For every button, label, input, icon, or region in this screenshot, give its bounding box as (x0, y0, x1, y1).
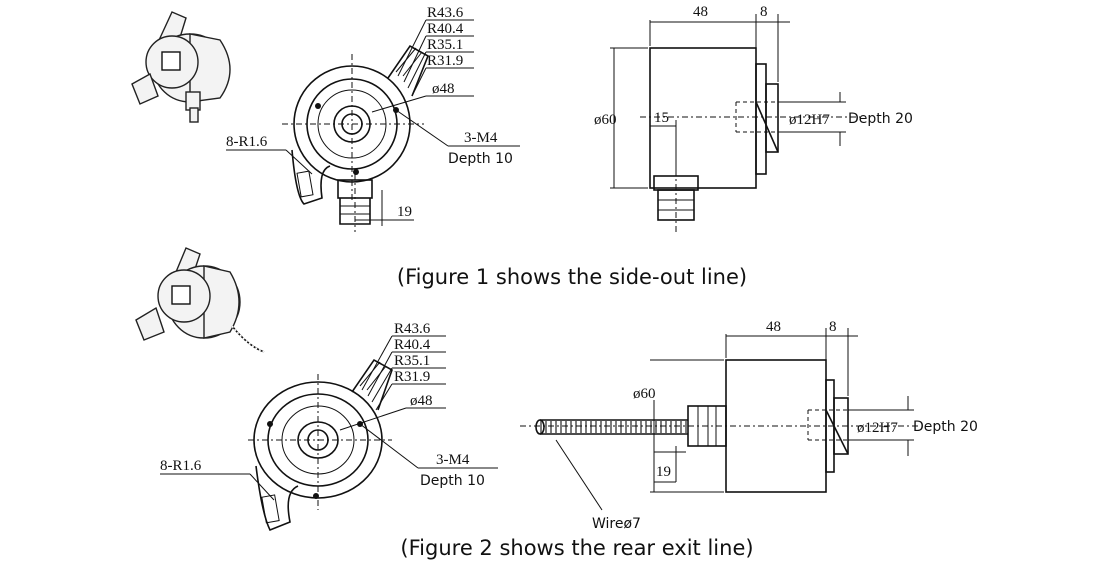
side-view-2: 48 8 ø60 19 ø12H7 Depth 20 Wireø7 (520, 319, 978, 532)
bore-dim-1: ø12H7 (789, 112, 830, 128)
bore-depth-2: Depth 20 (913, 419, 978, 435)
front-view-2: R43.6 R40.4 R35.1 R31.9 ø48 3-M4 Depth 1… (160, 321, 498, 532)
side-view-1: 48 8 ø60 15 ø12H7 Depth 20 (594, 4, 913, 232)
figure1-caption: (Figure 1 shows the side-out line) (397, 265, 747, 289)
radius-label-2a: R43.6 (394, 321, 431, 337)
diameter-dim-1: ø60 (594, 112, 617, 128)
diameter-dim-2: ø60 (633, 386, 656, 402)
encoder-rear-exit-icon (135, 247, 265, 353)
radius-label-1a: R43.6 (427, 5, 464, 21)
offset-dim-1: 15 (654, 110, 669, 126)
holes-depth-label-1: Depth 10 (448, 151, 513, 167)
wire-label-2: Wireø7 (592, 516, 641, 532)
figure2: R43.6 R40.4 R35.1 R31.9 ø48 3-M4 Depth 1… (135, 247, 978, 560)
encoder-side-exit-icon (131, 11, 231, 123)
bolt-circle-label-1: ø48 (432, 81, 455, 97)
radius-label-1c: R35.1 (427, 37, 463, 53)
bore-dim-2: ø12H7 (857, 420, 898, 436)
holes-depth-label-2: Depth 10 (420, 473, 485, 489)
length-dim-2: 48 (766, 319, 781, 335)
radius-label-2d: R31.9 (394, 369, 430, 385)
offset-dim-2: 19 (656, 464, 671, 480)
bolt-circle-label-2: ø48 (410, 393, 433, 409)
flange-dim-2: 8 (829, 319, 837, 335)
holes-label-1: 3-M4 (464, 130, 498, 146)
bore-depth-1: Depth 20 (848, 111, 913, 127)
radius-label-2c: R35.1 (394, 353, 430, 369)
figure1: 19 R43.6 R40.4 R35.1 R31.9 ø48 3-M4 Dept… (131, 4, 913, 289)
slots-label-2: 8-R1.6 (160, 458, 202, 474)
radius-label-1d: R31.9 (427, 53, 463, 69)
holes-label-2: 3-M4 (436, 452, 470, 468)
flange-dim-1: 8 (760, 4, 768, 20)
length-dim-1: 48 (693, 4, 708, 20)
figure2-caption: (Figure 2 shows the rear exit line) (400, 536, 753, 560)
radius-label-2b: R40.4 (394, 337, 431, 353)
slots-label-1: 8-R1.6 (226, 134, 268, 150)
radius-label-1b: R40.4 (427, 21, 464, 37)
connector-dim-1: 19 (397, 204, 412, 220)
front-view-1: 19 R43.6 R40.4 R35.1 R31.9 ø48 3-M4 Dept… (226, 5, 520, 232)
